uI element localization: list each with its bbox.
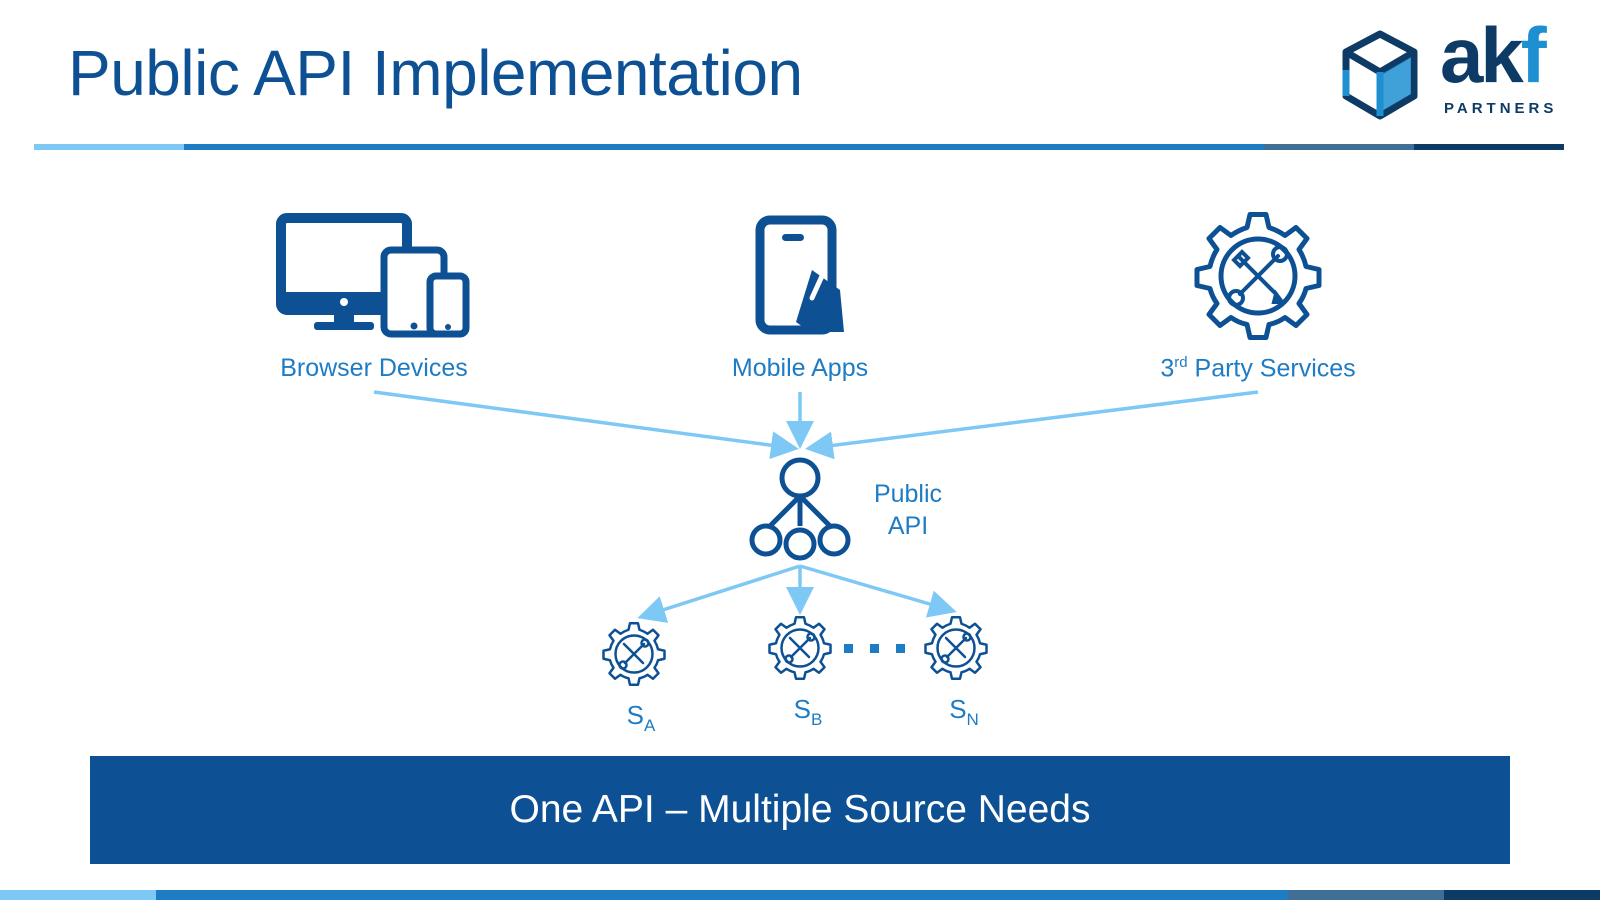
service-label-a: SA [626,700,656,735]
service-label-n: SN [949,694,979,729]
source-label-mobile: Mobile Apps [731,354,869,382]
logo-subtitle: PARTNERS [1444,100,1558,117]
header-rule [34,144,1564,150]
source-label-browser: Browser Devices [280,354,468,382]
service-gear-a-icon [602,622,666,686]
cube-logo-icon [1342,30,1418,120]
mobile-hand-icon [755,215,844,335]
akf-logo: akf PARTNERS [1340,16,1570,122]
ellipsis-dots [844,644,905,653]
devices-icon [276,213,470,338]
source-arrows [373,390,1259,460]
service-gear-b-icon [768,616,832,680]
service-arrows [637,564,957,623]
summary-banner: One API – Multiple Source Needs [90,756,1510,864]
hierarchy-network-icon [749,457,851,561]
source-label-third-party: 3rd Party Services [1160,354,1356,383]
service-gear-n-icon [924,616,988,680]
page-title: Public API Implementation [68,37,803,109]
gear-tools-icon [1194,212,1322,340]
public-api-label: Public API [873,480,943,540]
footer-rule [0,890,1600,900]
logo-wordmark: akf [1440,11,1547,99]
service-label-b: SB [793,694,823,729]
